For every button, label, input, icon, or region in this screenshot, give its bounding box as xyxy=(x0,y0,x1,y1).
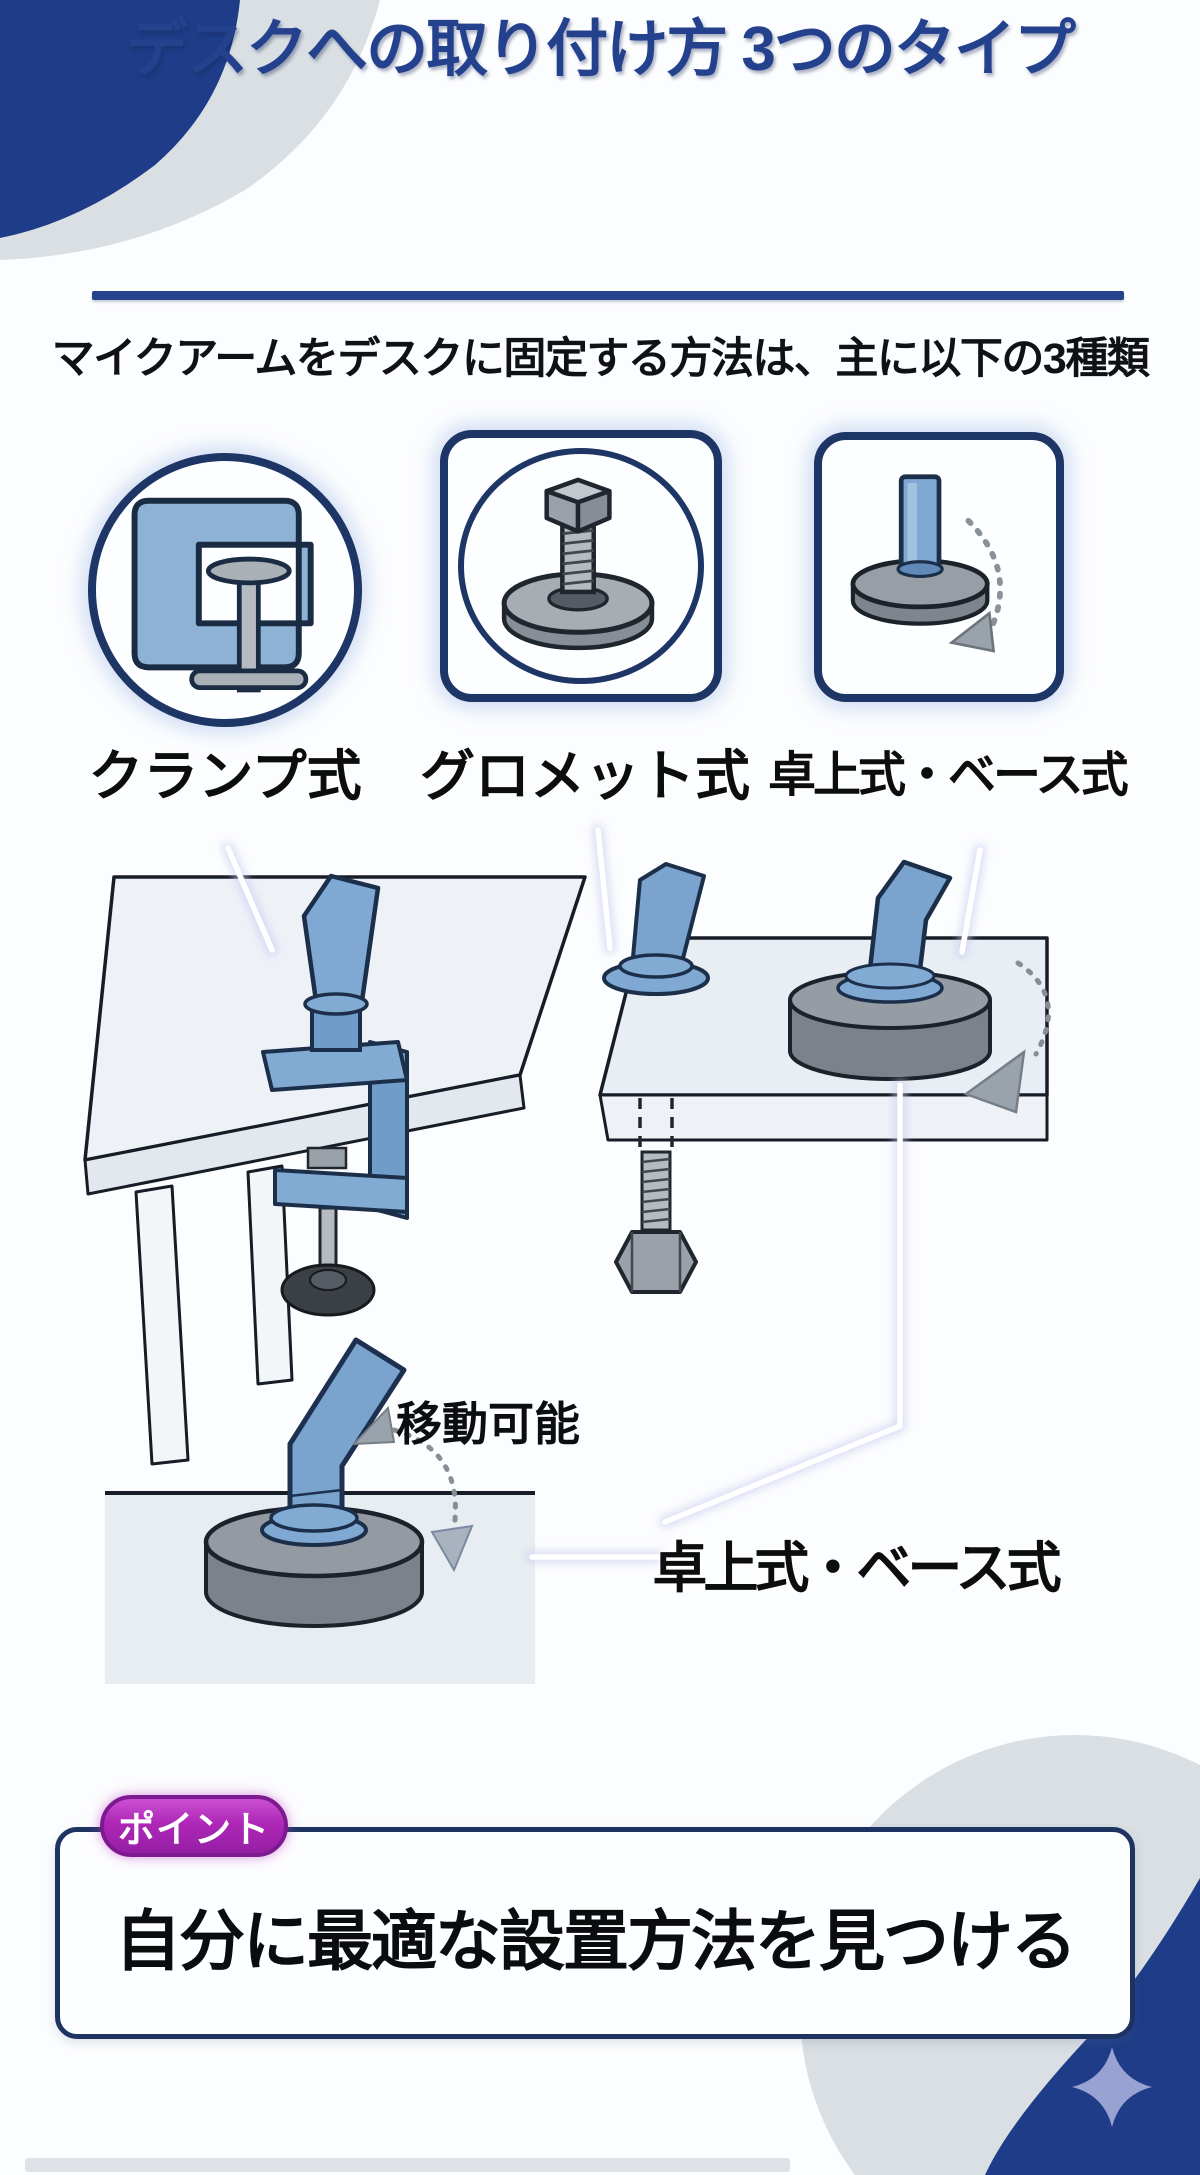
page-subtitle: マイクアームをデスクに固定する方法は、主に以下の3種類 xyxy=(51,335,1150,383)
navy-blob-shape xyxy=(985,1878,1200,2175)
grommet-icon-frame xyxy=(440,430,722,702)
connector-lines xyxy=(221,823,987,1564)
base-mount xyxy=(788,859,1051,1114)
grommet-mount xyxy=(602,862,710,1294)
type-label-clamp: クランプ式 xyxy=(88,745,362,807)
point-text: 自分に最適な設置方法を見つける xyxy=(115,1904,1077,1978)
point-box: 自分に最適な設置方法を見つける xyxy=(55,1827,1135,2039)
grommet-icon-inner-ring xyxy=(458,448,704,684)
type-label-grommet: グロメット式 xyxy=(419,745,750,807)
clamp-icon-frame xyxy=(88,453,362,727)
base-type-caption: 卓上式・ベース式 xyxy=(652,1537,1061,1599)
navy-blob-shape xyxy=(0,0,240,238)
page-title: デスクへの取り付け方 3つのタイプ xyxy=(126,15,1076,84)
top-left-corner-blob xyxy=(0,0,380,260)
grommet-icon xyxy=(501,477,655,651)
point-badge: ポイント xyxy=(100,1795,288,1857)
bottom-edge-strip xyxy=(25,2158,790,2172)
clamp-icon xyxy=(131,497,314,693)
mounting-illustration xyxy=(83,823,1051,1684)
base-illustration xyxy=(105,1337,535,1684)
title-underline xyxy=(92,291,1124,300)
base-icon xyxy=(850,474,1004,653)
sparkle-icon xyxy=(1072,2047,1152,2127)
point-badge-label: ポイント xyxy=(118,1809,270,1850)
base-icon-frame xyxy=(814,432,1064,702)
movable-note: 移動可能 xyxy=(396,1398,580,1450)
type-label-base: 卓上式・ベース式 xyxy=(768,749,1129,802)
clamp-mount xyxy=(261,873,409,1317)
